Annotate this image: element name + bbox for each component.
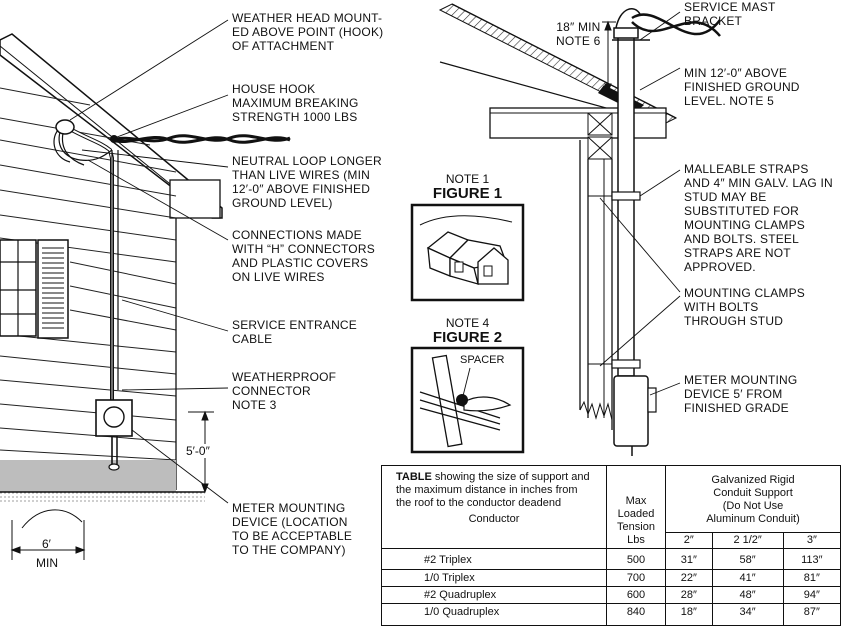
row-3in: 87″ [782, 603, 842, 626]
label-dim-min: MIN [36, 556, 58, 570]
row-conductor: 1/0 Triplex [381, 569, 607, 588]
table-row: 1/0 Triplex 700 22″ 41″ 81″ [381, 569, 842, 588]
row-conductor: 1/0 Quadruplex [381, 603, 607, 626]
table-size-2: 2″ [665, 532, 713, 549]
label-neutral-loop: NEUTRAL LOOP LONGER THAN LIVE WIRES (MIN… [232, 154, 382, 210]
row-2in: 31″ [665, 547, 713, 571]
row-2in: 28″ [665, 586, 713, 605]
label-weatherproof-connector: WEATHERPROOF CONNECTOR NOTE 3 [232, 370, 337, 412]
support-size-table: TABLE showing the size of support and th… [381, 465, 842, 626]
table-caption-bold: TABLE [396, 471, 432, 483]
row-3in: 113″ [782, 547, 842, 571]
label-malleable-straps: MALLEABLE STRAPS AND 4″ MIN GALV. LAG IN… [684, 162, 833, 274]
label-house-hook: HOUSE HOOK MAXIMUM BREAKING STRENGTH 100… [232, 82, 359, 124]
note-4: NOTE 4 [445, 316, 490, 330]
service-drop-wire [110, 134, 291, 144]
row-conductor: #2 Quadruplex [381, 586, 607, 605]
table-row: #2 Triplex 500 31″ 58″ 113″ [381, 547, 842, 571]
label-mounting-clamps: MOUNTING CLAMPS WITH BOLTS THROUGH STUD [684, 286, 806, 328]
right-leader-lines [599, 11, 681, 396]
row-2-5in: 41″ [711, 569, 784, 588]
label-meter-5ft: METER MOUNTING DEVICE 5′ FROM FINISHED G… [684, 373, 798, 415]
row-tension: 600 [606, 586, 666, 605]
row-tension: 700 [606, 569, 666, 588]
label-service-cable: SERVICE ENTRANCE CABLE [232, 318, 358, 346]
table-row: 1/0 Quadruplex 840 18″ 34″ 87″ [381, 603, 842, 626]
row-2-5in: 58″ [711, 547, 784, 571]
label-mast-bracket: SERVICE MAST BRACKET [684, 0, 776, 28]
note-1: NOTE 1 [445, 172, 490, 186]
row-tension: 500 [606, 547, 666, 571]
row-2in: 18″ [665, 603, 713, 626]
meter-device-left [95, 399, 133, 471]
dimension-18in [602, 20, 616, 94]
mast-roof [438, 3, 678, 430]
weather-head [53, 119, 113, 166]
label-dim-6ft: 6′ [42, 537, 51, 551]
service-mast [588, 8, 721, 377]
table-caption-text: showing the size of support and the maxi… [396, 471, 590, 509]
row-3in: 81″ [782, 569, 842, 588]
label-18in-min: 18″ MIN NOTE 6 [556, 20, 601, 48]
label-connections: CONNECTIONS MADE WITH “H” CONNECTORS AND… [232, 228, 375, 284]
table-size-2-5: 2 1/2″ [711, 532, 784, 549]
dimension-6ft [10, 509, 86, 560]
table-row: #2 Quadruplex 600 28″ 48″ 94″ [381, 586, 842, 605]
left-leader-lines [69, 19, 229, 504]
house-wall [0, 33, 223, 504]
table-conductor-header: Conductor [468, 513, 520, 525]
table-size-3: 3″ [782, 532, 842, 549]
label-weather-head: WEATHER HEAD MOUNT- ED ABOVE POINT (HOOK… [232, 11, 384, 53]
table-tension-header: Max Loaded Tension Lbs [606, 465, 666, 549]
row-2-5in: 48″ [711, 586, 784, 605]
table-conduit-header: Galvanized Rigid Conduit Support (Do Not… [665, 465, 841, 533]
label-min-12ft: MIN 12′-0″ ABOVE FINISHED GROUND LEVEL. … [684, 66, 800, 108]
row-2-5in: 34″ [711, 603, 784, 626]
label-dim-5ft: 5′-0″ [186, 444, 210, 458]
figure-1-title: FIGURE 1 [432, 185, 503, 202]
row-tension: 840 [606, 603, 666, 626]
meter-device-right [613, 375, 657, 456]
row-conductor: #2 Triplex [381, 547, 607, 571]
row-2in: 22″ [665, 569, 713, 588]
figure-2-title: FIGURE 2 [432, 329, 503, 346]
figure-1-house [410, 203, 525, 302]
label-spacer: SPACER [458, 354, 507, 366]
label-meter-device: METER MOUNTING DEVICE (LOCATION TO BE AC… [232, 501, 353, 557]
table-caption-cell: TABLE showing the size of support and th… [381, 465, 607, 549]
row-3in: 94″ [782, 586, 842, 605]
